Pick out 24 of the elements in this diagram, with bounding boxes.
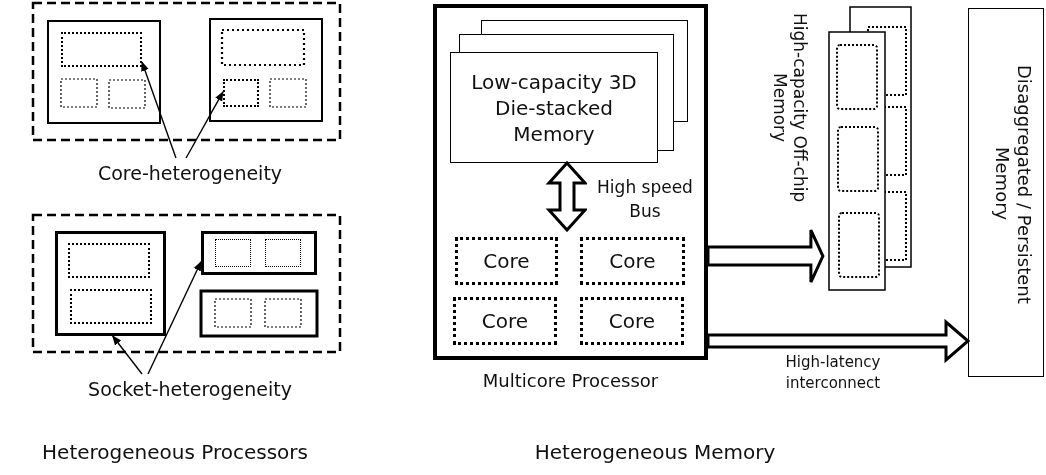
section-heading: Heterogeneous Memory (533, 440, 777, 464)
leader-line (185, 91, 224, 159)
annotation-text: Core-heterogeneity (60, 158, 320, 188)
section-heading: Heterogeneous Processors (41, 440, 309, 464)
core-box: Core (580, 237, 685, 285)
memory-label: High-capacity Off-chip Memory (768, 11, 810, 205)
core-box: Core (453, 297, 557, 345)
memory-label: Disaggregated / Persistent Memory (990, 63, 1035, 306)
block-arrow (706, 318, 971, 364)
memory-box (968, 8, 1044, 377)
core-box: Core (580, 297, 684, 345)
socket-box (201, 231, 317, 275)
memory-box: Low-capacity 3D Die-stacked Memory (450, 52, 658, 163)
dotted-core-outline (223, 79, 259, 107)
leader-line (141, 61, 177, 159)
socket-box (55, 231, 166, 336)
block-arrow (545, 160, 589, 233)
dotted-core-outline (61, 32, 142, 67)
leader-line (147, 260, 202, 375)
leader-line (112, 335, 143, 375)
annotation-text: Socket-heterogeneity (40, 374, 340, 404)
caption-text: Multicore Processor (481, 370, 660, 391)
core-box: Core (455, 237, 558, 285)
block-arrow (706, 228, 825, 284)
